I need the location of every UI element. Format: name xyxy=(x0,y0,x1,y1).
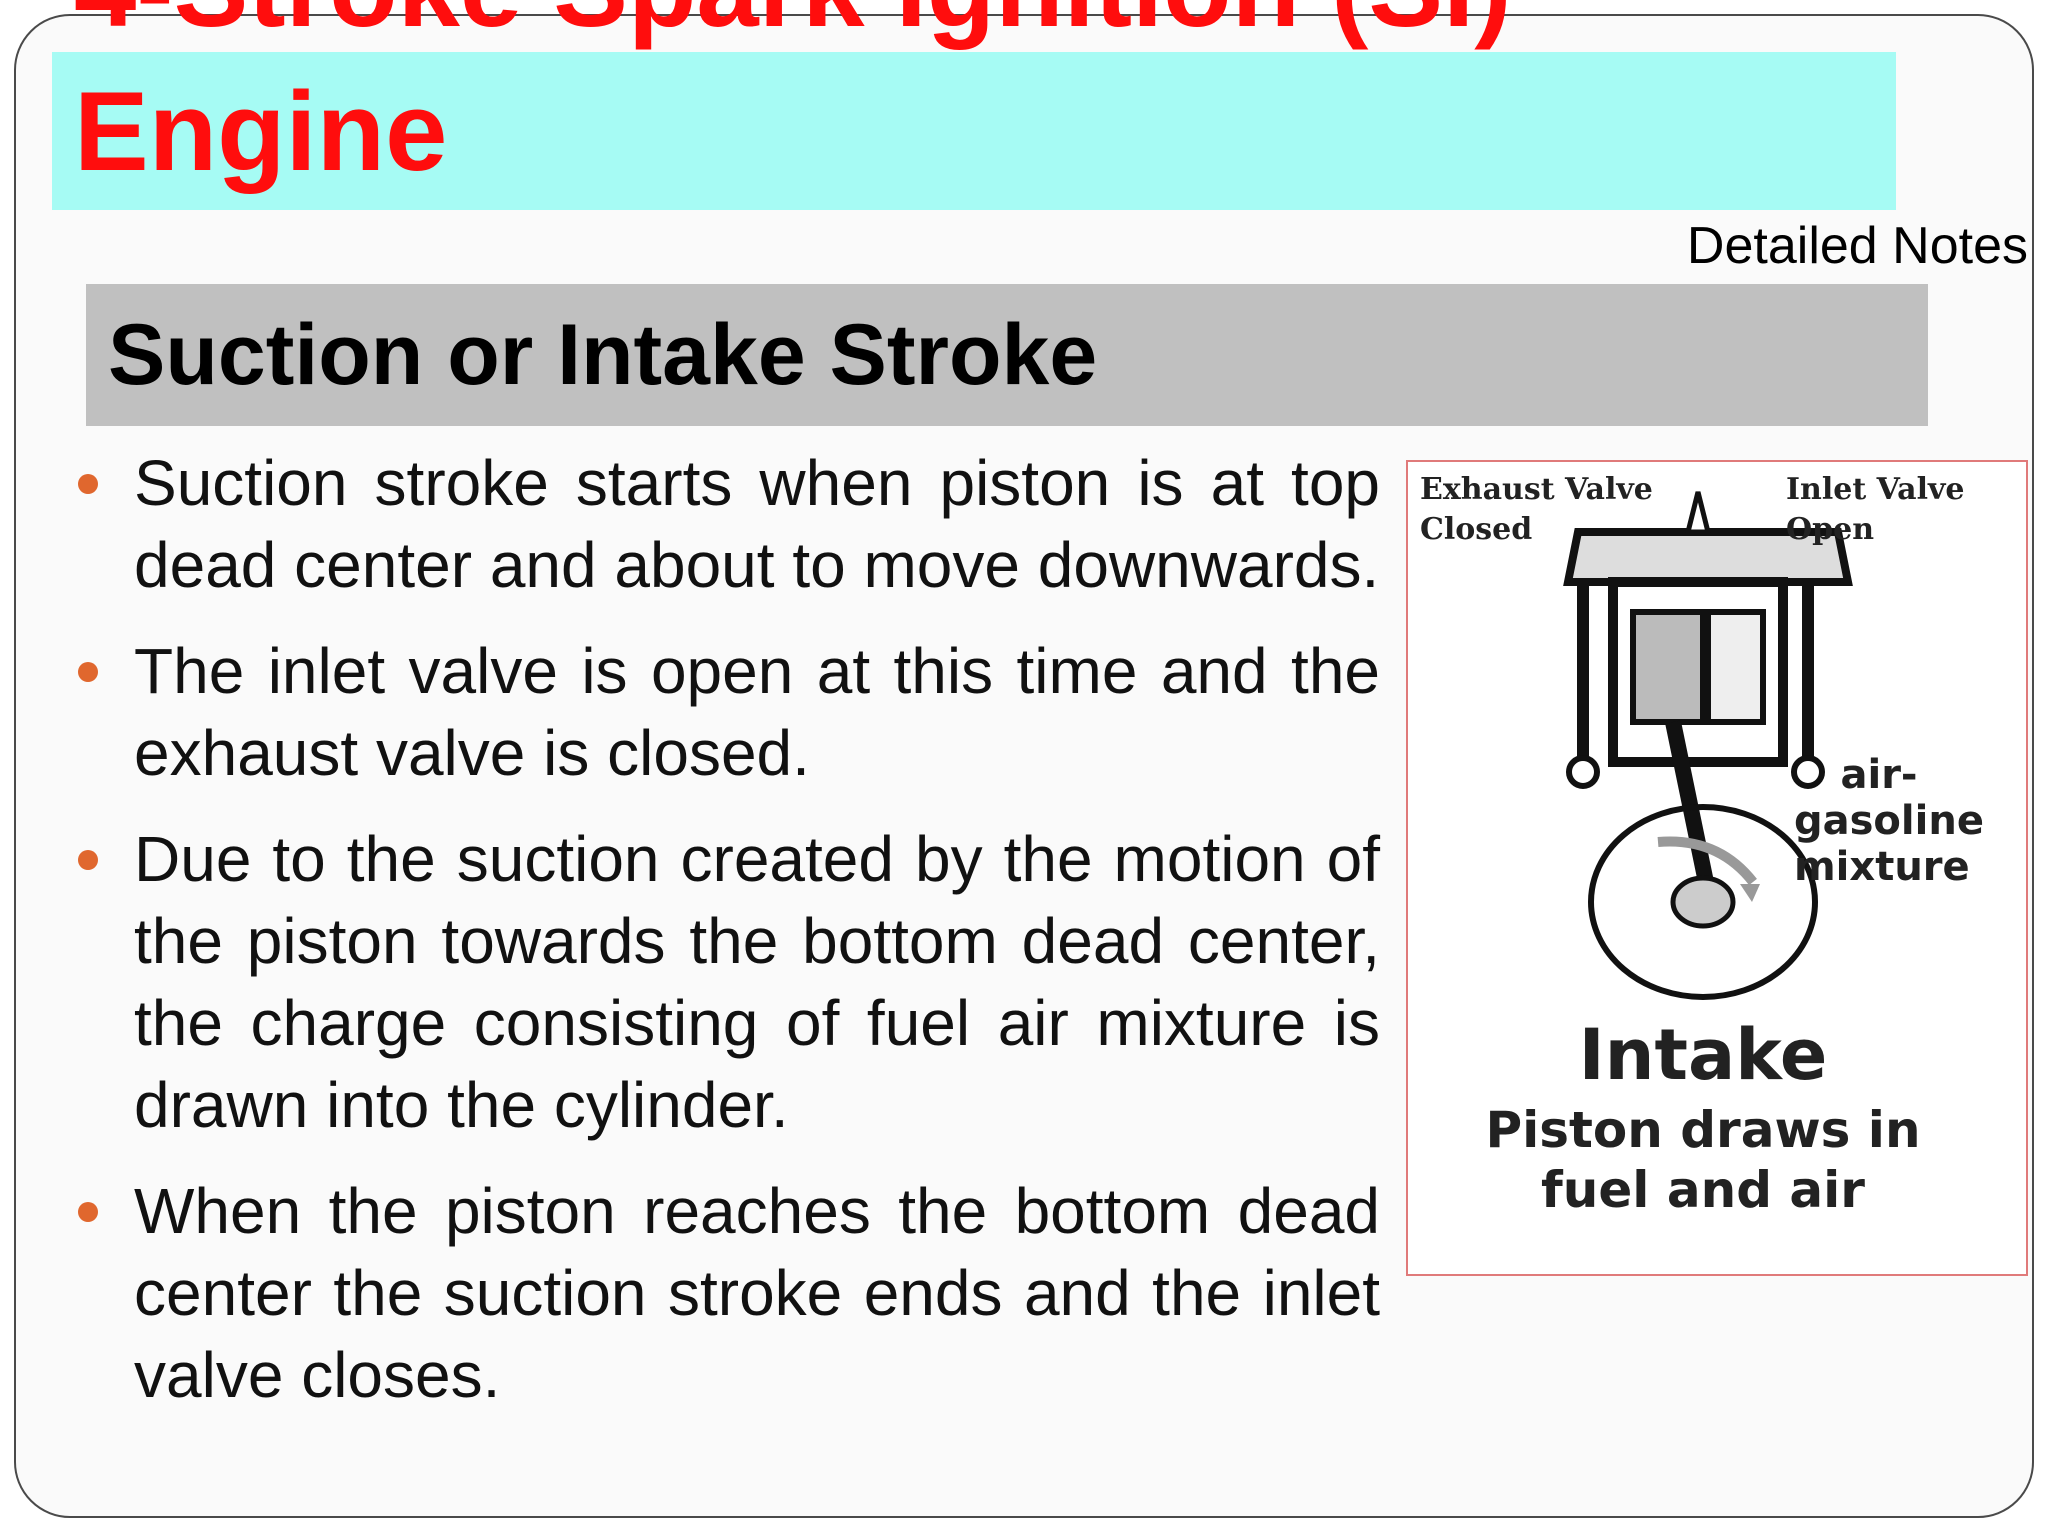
piston-rings xyxy=(1705,609,1766,725)
subheading-text: Suction or Intake Stroke xyxy=(108,307,1098,403)
cylinder-head xyxy=(1563,528,1853,586)
bullet-dot-icon xyxy=(78,662,98,682)
rotation-arrow-icon xyxy=(1657,836,1757,886)
bullet-item: Due to the suction created by the motion… xyxy=(66,818,1380,1146)
bullet-item: Suction stroke starts when piston is at … xyxy=(66,442,1380,606)
inlet-valve-head xyxy=(1791,755,1825,789)
detailed-notes-label: Detailed Notes xyxy=(1686,217,2028,275)
bullet-text: Suction stroke starts when piston is at … xyxy=(134,447,1380,601)
rotation-arrowhead-icon xyxy=(1740,884,1760,902)
engine-cylinder-illustration xyxy=(1563,491,1853,1000)
exhaust-valve-label: Exhaust Valve Closed xyxy=(1420,472,1653,547)
piston xyxy=(1630,609,1706,725)
bullet-item: When the piston reaches the bottom dead … xyxy=(66,1170,1380,1416)
slide-title-line-1: 4-Stroke Spark Ignition (SI) xyxy=(74,0,1512,44)
intake-stroke-diagram: Exhaust Valve Closed Inlet Valve Open ai… xyxy=(1406,460,2028,1276)
diagram-caption-title: Intake xyxy=(1578,1014,1828,1096)
bullet-text: Due to the suction created by the motion… xyxy=(134,823,1380,1141)
bullet-dot-icon xyxy=(78,1202,98,1222)
title-banner xyxy=(52,52,1896,210)
diagram-caption-subtitle: Piston draws in fuel and air xyxy=(1485,1101,1921,1219)
bullet-dot-icon xyxy=(78,850,98,870)
bullet-text: The inlet valve is open at this time and… xyxy=(134,635,1380,789)
inlet-valve-label: Inlet Valve Open xyxy=(1786,472,1965,547)
crankpin xyxy=(1670,875,1736,929)
air-gasoline-mixture-label: air- gasoline mixture xyxy=(1794,752,1984,890)
spark-plug-icon xyxy=(1684,491,1712,535)
bullet-item: The inlet valve is open at this time and… xyxy=(66,630,1380,794)
exhaust-valve-head xyxy=(1566,755,1600,789)
crankshaft-circle xyxy=(1588,804,1818,1000)
bullet-list: Suction stroke starts when piston is at … xyxy=(66,442,1380,1440)
subheading-bar: Suction or Intake Stroke xyxy=(86,284,1928,426)
bullet-dot-icon xyxy=(78,474,98,494)
bullet-text: When the piston reaches the bottom dead … xyxy=(134,1175,1380,1411)
slide-title-line-2: Engine xyxy=(74,69,448,194)
